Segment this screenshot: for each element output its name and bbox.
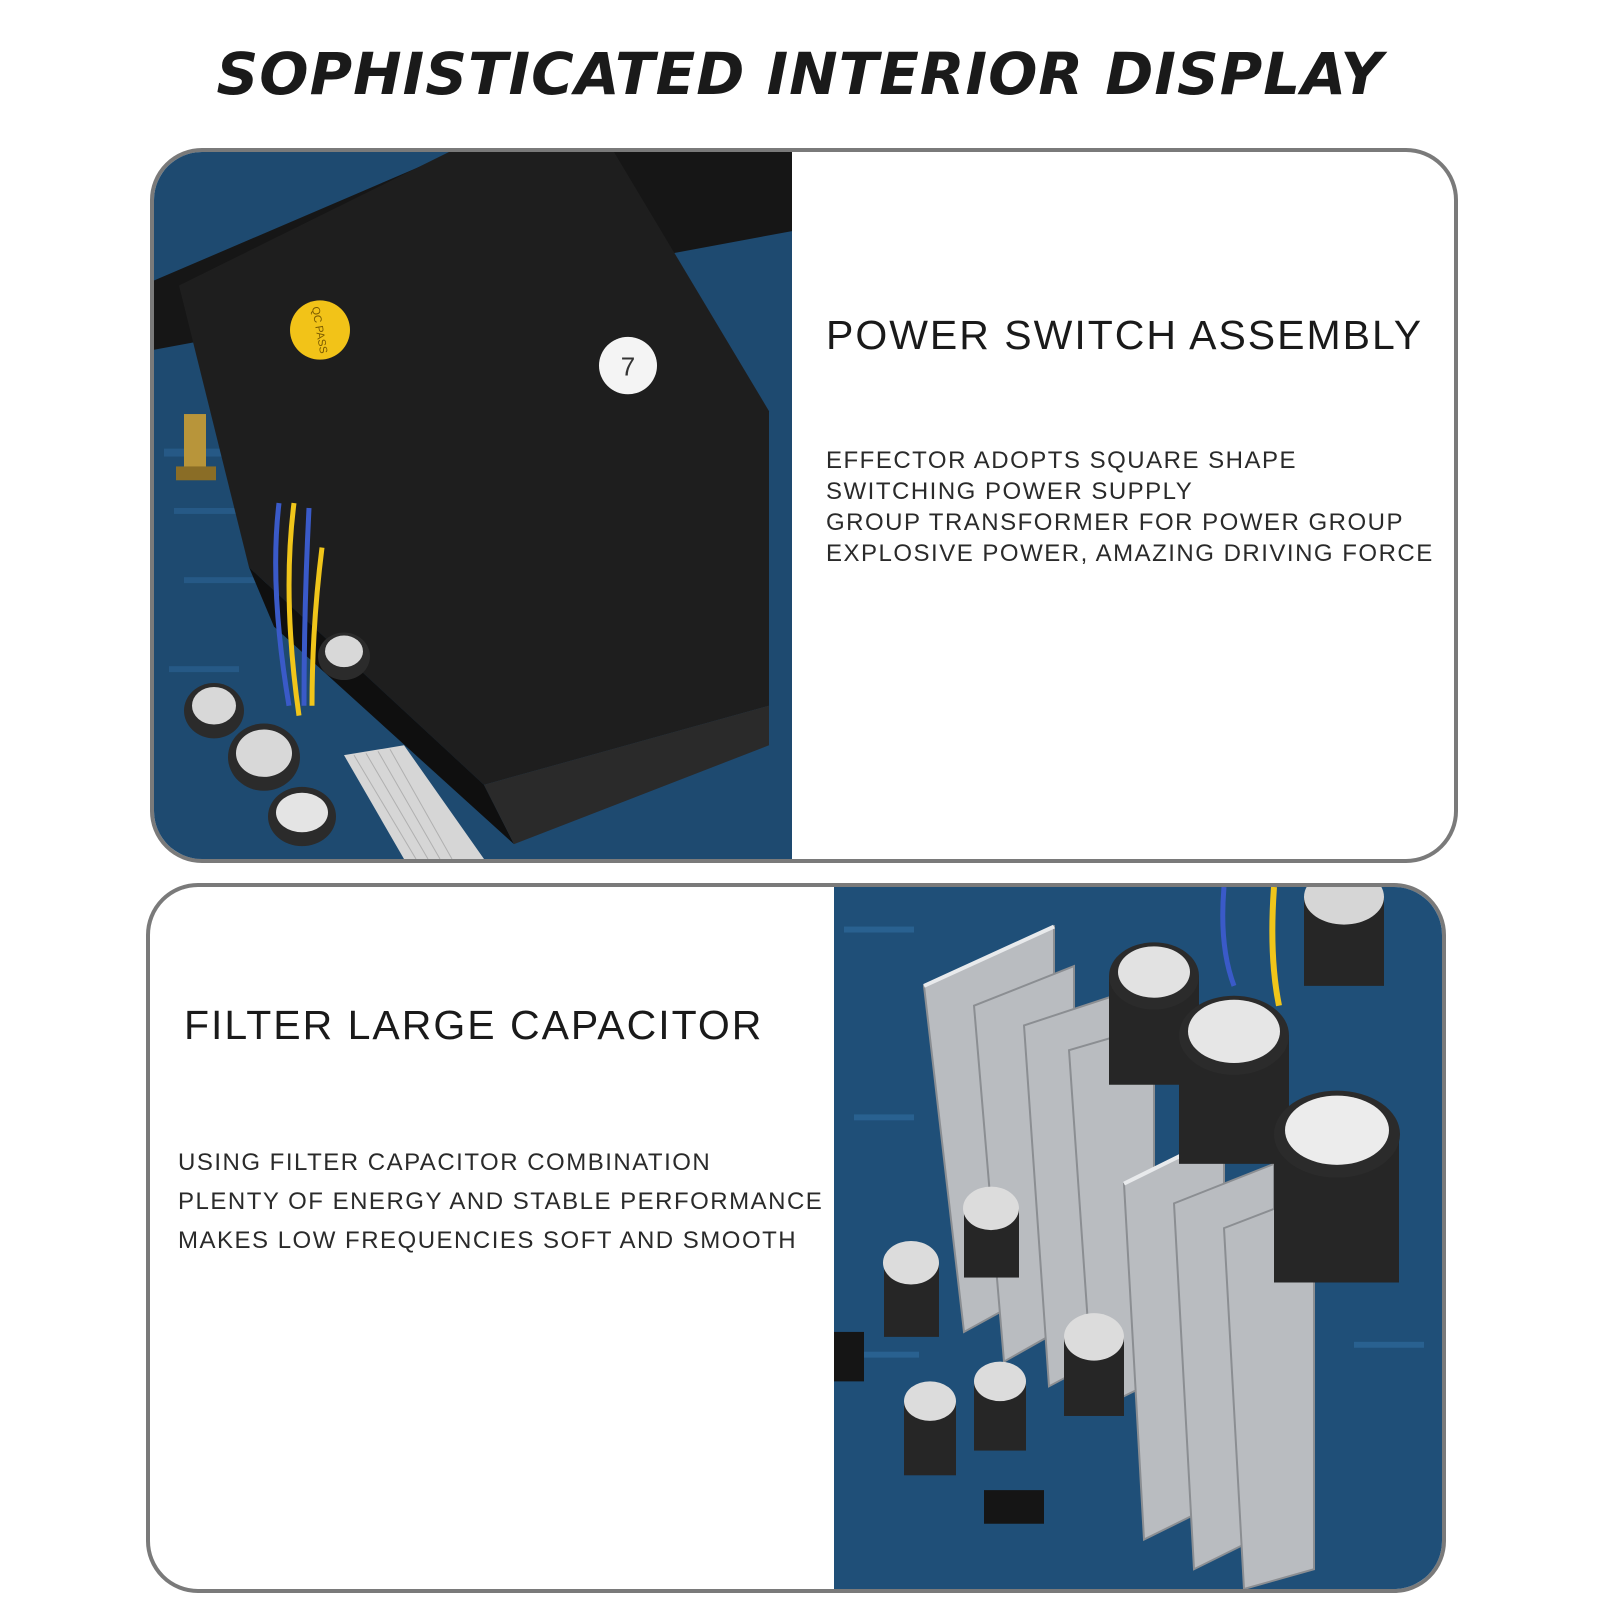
feature-line: EXPLOSIVE POWER, AMAZING DRIVING FORCE [826,540,1434,567]
power-switch-photo: QC PASS 7 [154,152,792,859]
page-title: SOPHISTICATED INTERIOR DISPLAY [216,40,1384,108]
feature-line: GROUP TRANSFORMER FOR POWER GROUP [826,509,1404,536]
section-heading: FILTER LARGE CAPACITOR [184,1002,764,1048]
feature-line: MAKES LOW FREQUENCIES SOFT AND SMOOTH [178,1227,798,1254]
power-switch-panel: QC PASS 7 [150,148,1458,863]
section-heading: POWER SWITCH ASSEMBLY [826,312,1424,358]
feature-line: EFFECTOR ADOPTS SQUARE SHAPE [826,447,1297,474]
feature-list: USING FILTER CAPACITOR COMBINATION PLENT… [178,1143,823,1260]
filter-capacitor-photo [834,887,1442,1589]
filter-capacitor-panel: FILTER LARGE CAPACITOR USING FILTER CAPA… [146,883,1446,1593]
feature-line: PLENTY OF ENERGY AND STABLE PERFORMANCE [178,1188,824,1215]
label-number: 7 [621,354,635,382]
feature-line: SWITCHING POWER SUPPLY [826,478,1194,505]
feature-line: USING FILTER CAPACITOR COMBINATION [178,1149,712,1176]
feature-list: EFFECTOR ADOPTS SQUARE SHAPE SWITCHING P… [826,445,1434,569]
